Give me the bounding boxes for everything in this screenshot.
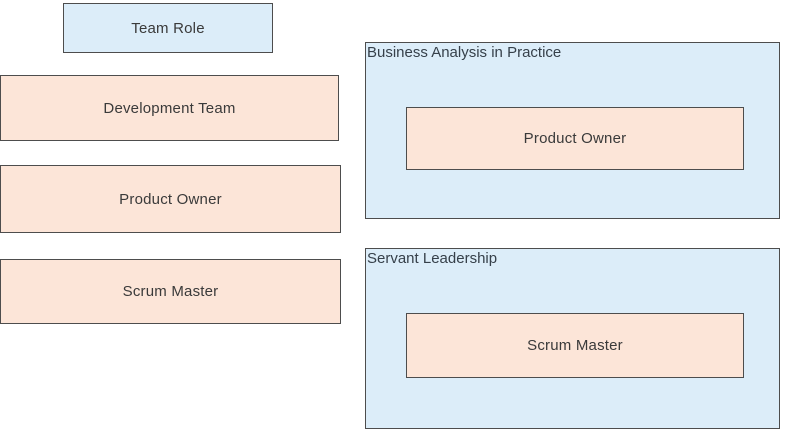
- role-card-label: Product Owner: [119, 190, 222, 208]
- role-card-label: Development Team: [103, 99, 236, 117]
- placed-card-label: Product Owner: [523, 130, 627, 147]
- role-card-product-owner[interactable]: Product Owner: [0, 165, 341, 233]
- role-card-label: Scrum Master: [122, 283, 219, 300]
- placed-card-scrum-master[interactable]: Scrum Master: [406, 313, 744, 378]
- drop-zone-business-analysis[interactable]: Business Analysis in Practice Product Ow…: [365, 42, 780, 219]
- drop-zone-title: Servant Leadership: [367, 250, 498, 267]
- team-role-column-header: Team Role: [63, 3, 273, 53]
- drop-zone-servant-leadership[interactable]: Servant Leadership Scrum Master: [365, 248, 780, 429]
- role-card-scrum-master[interactable]: Scrum Master: [0, 259, 341, 324]
- placed-card-label: Scrum Master: [527, 337, 623, 354]
- drop-zone-title: Business Analysis in Practice: [367, 44, 562, 61]
- role-card-development-team[interactable]: Development Team: [0, 75, 339, 141]
- placed-card-product-owner[interactable]: Product Owner: [406, 107, 744, 170]
- team-role-header-label: Team Role: [131, 19, 205, 37]
